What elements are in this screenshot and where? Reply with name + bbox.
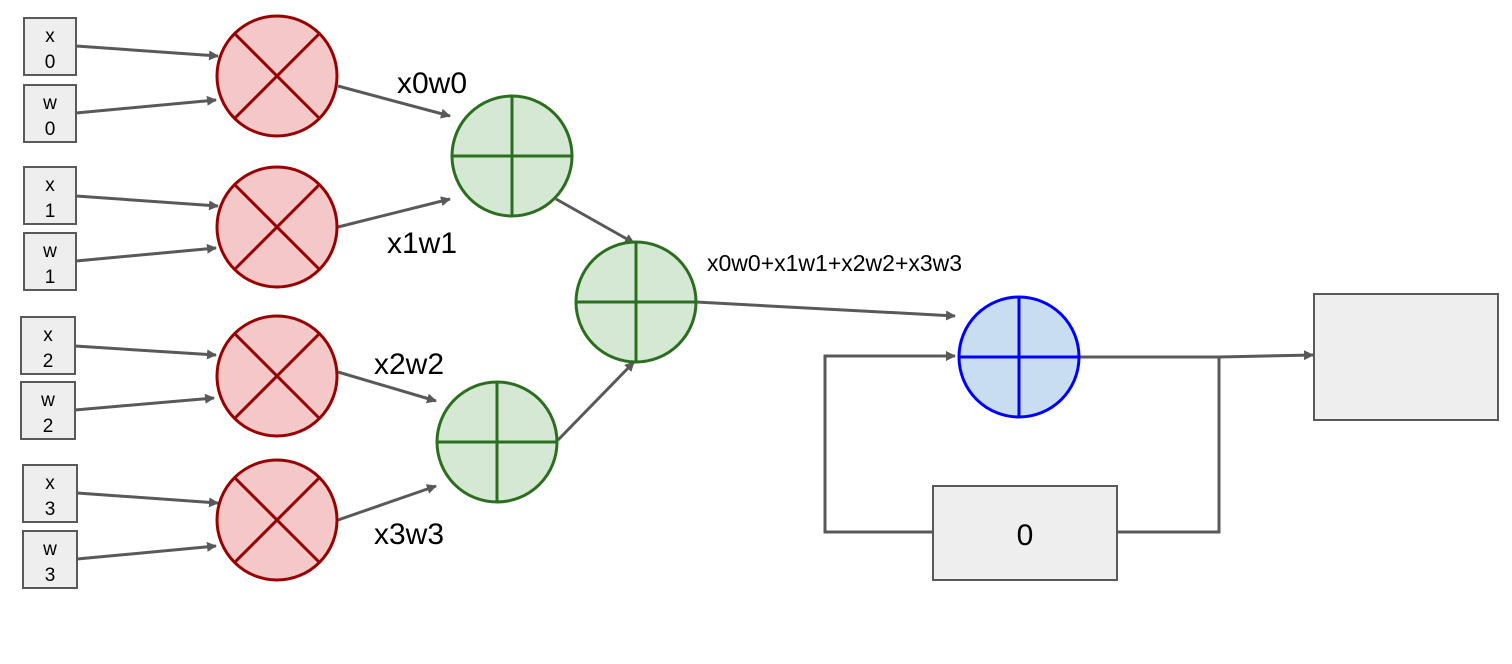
circled-plus-icon: [452, 96, 572, 216]
input-w1-bottom: 1: [45, 267, 56, 288]
circled-plus-icon: [576, 242, 696, 362]
arrow-sum-to-accumulator: [695, 300, 956, 321]
add-node-01: [450, 94, 574, 218]
arrow-x0-to-mul0: [75, 44, 219, 61]
circled-times-icon: [233, 332, 321, 420]
arrow-accumulator-to-output: [1218, 350, 1314, 361]
arrow-w2-to-mul2: [74, 393, 215, 412]
add-node-all: [574, 240, 698, 364]
circled-times-icon: [233, 476, 321, 564]
multiply-node-2: [215, 314, 339, 438]
input-w0-top: w: [42, 93, 57, 114]
arrow-add23-to-add-all: [556, 360, 636, 442]
input-x0-bottom: 0: [45, 52, 56, 73]
input-w0-box: w 0: [23, 84, 77, 143]
arrow-x2-to-mul2: [74, 344, 217, 360]
sum-label: x0w0+x1w1+x2w2+x3w3: [707, 250, 962, 276]
arrow-mul3-to-add23: [337, 484, 437, 522]
arrow-w0-to-mul0: [75, 95, 217, 115]
input-x3-box: x 3: [22, 464, 78, 523]
input-x1-box: x 1: [23, 166, 77, 225]
input-w0-bottom: 0: [45, 119, 56, 140]
arrow-add01-to-add-all: [555, 197, 635, 245]
register-value: 0: [1017, 519, 1034, 552]
arrow-mul0-to-add01: [337, 84, 451, 119]
input-x0-top: x: [45, 26, 55, 47]
input-w2-box: w 2: [20, 381, 76, 440]
arrow-w1-to-mul1: [75, 243, 217, 263]
arrow-mul2-to-add23: [337, 370, 437, 404]
input-x2-box: x 2: [20, 316, 76, 375]
input-x0-box: x 0: [23, 17, 77, 76]
circled-times-icon: [233, 32, 321, 120]
input-w3-bottom: 3: [45, 565, 56, 586]
input-w2-bottom: 2: [43, 416, 54, 437]
output-box: [1313, 293, 1499, 421]
arrow-x3-to-mul3: [76, 491, 219, 508]
product-label-1: x1w1: [387, 227, 457, 260]
input-w1-top: w: [42, 241, 57, 262]
input-w3-box: w 3: [22, 530, 78, 589]
input-x2-bottom: 2: [43, 351, 54, 372]
multiply-node-1: [215, 165, 339, 289]
feedback-loop-wire: [1079, 355, 1221, 534]
circled-plus-icon: [437, 382, 557, 502]
product-label-0: x0w0: [397, 67, 467, 100]
input-w1-box: w 1: [23, 232, 77, 291]
input-x3-bottom: 3: [45, 499, 56, 520]
arrow-x1-to-mul1: [75, 194, 219, 211]
arrow-register-to-accumulator: [823, 351, 956, 534]
product-label-3: x3w3: [374, 518, 444, 551]
input-w2-top: w: [40, 390, 55, 411]
multiply-node-0: [215, 14, 339, 138]
input-x1-top: x: [45, 175, 55, 196]
product-label-2: x2w2: [374, 348, 444, 381]
input-x2-top: x: [43, 325, 53, 346]
arrow-mul1-to-add01: [337, 196, 451, 229]
input-x3-top: x: [45, 473, 55, 494]
multiply-node-3: [215, 458, 339, 582]
add-node-23: [435, 380, 559, 504]
input-w3-top: w: [42, 539, 57, 560]
register-box: 0: [932, 485, 1118, 581]
circled-times-icon: [233, 183, 321, 271]
accumulator-node: [957, 295, 1081, 419]
arrow-w3-to-mul3: [76, 541, 217, 561]
circled-plus-icon: [959, 297, 1079, 417]
input-x1-bottom: 1: [45, 201, 56, 222]
